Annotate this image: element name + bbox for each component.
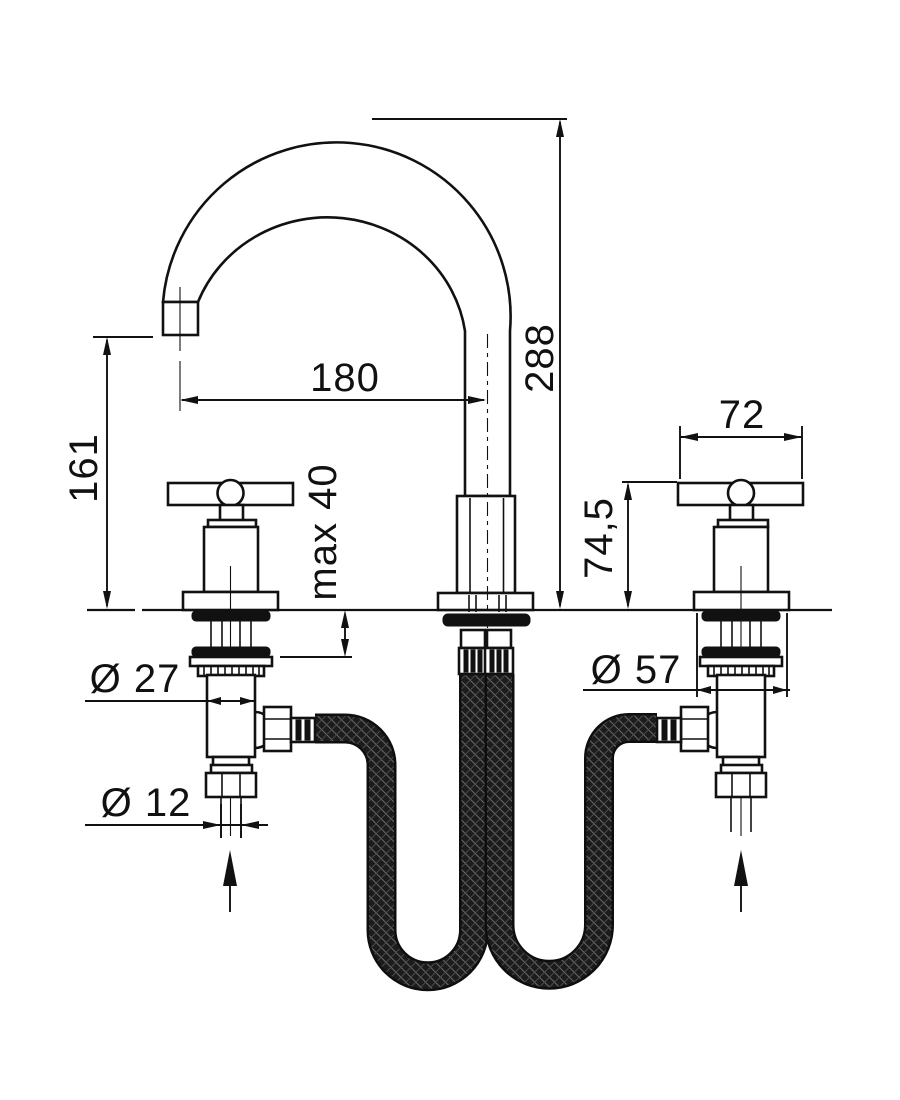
right-washer (698, 655, 784, 668)
left-hose-ferrule (289, 716, 317, 744)
dimension-d27: Ø 27 (85, 657, 254, 705)
right-outlet-nut (714, 771, 768, 799)
right-inlet-pipe (730, 797, 752, 832)
left-handle-stem (218, 503, 245, 523)
dimension-161: 161 (62, 336, 153, 609)
right-handle-hub (726, 478, 756, 508)
right-valve-assembly (655, 610, 784, 832)
dim-label-total-height: 288 (518, 323, 562, 393)
left-handle (166, 478, 295, 836)
hose-coupling-nuts (457, 646, 515, 676)
dimension-180: 180 (180, 356, 486, 404)
right-valve-body (715, 673, 767, 759)
dim-label-handle-height: 74,5 (577, 497, 621, 579)
left-valve-assembly (188, 610, 317, 838)
spout-tube (161, 141, 512, 498)
left-outlet-nut (204, 771, 258, 799)
flow-arrows (223, 850, 748, 912)
left-handle-hub (216, 478, 245, 508)
dimension-72: 72 (679, 393, 803, 479)
spout-body (455, 494, 517, 595)
dimension-max-40: max 40 (280, 463, 352, 658)
gooseneck-spout (161, 141, 535, 632)
left-locknut-upper (191, 610, 271, 622)
dim-label-handle-width: 72 (719, 393, 766, 437)
dim-label-valve-diameter: Ø 27 (90, 657, 181, 701)
left-flow-arrow (223, 850, 237, 886)
dim-label-outlet-height: 161 (62, 433, 106, 503)
right-locknut-upper (701, 610, 781, 622)
right-flow-arrow (734, 850, 748, 886)
supply-hoses (315, 674, 657, 992)
dimension-d12: Ø 12 (85, 781, 268, 838)
right-handle (676, 478, 805, 836)
dim-label-spout-reach: 180 (310, 356, 380, 400)
left-locknut-lower (191, 646, 271, 658)
dim-label-max-deck-thickness: max 40 (301, 463, 345, 600)
spout-underdeck-connection (442, 613, 531, 676)
right-hose-ferrule (655, 716, 683, 744)
dimension-288: 288 (372, 118, 567, 609)
left-hose-nut (262, 705, 293, 753)
left-washer (188, 655, 274, 668)
left-valve-body (205, 673, 257, 759)
dimension-74-5: 74,5 (577, 481, 677, 609)
right-locknut-lower (701, 646, 781, 658)
spout-base-flange (436, 591, 535, 612)
right-handle-stem (728, 503, 755, 523)
right-hose-nut (679, 705, 710, 753)
mounting-washer (442, 613, 531, 627)
dimension-d57: Ø 57 (583, 613, 790, 697)
dim-label-base-flange-diameter: Ø 57 (591, 648, 682, 692)
dim-label-inlet-pipe-diameter: Ø 12 (101, 781, 192, 825)
